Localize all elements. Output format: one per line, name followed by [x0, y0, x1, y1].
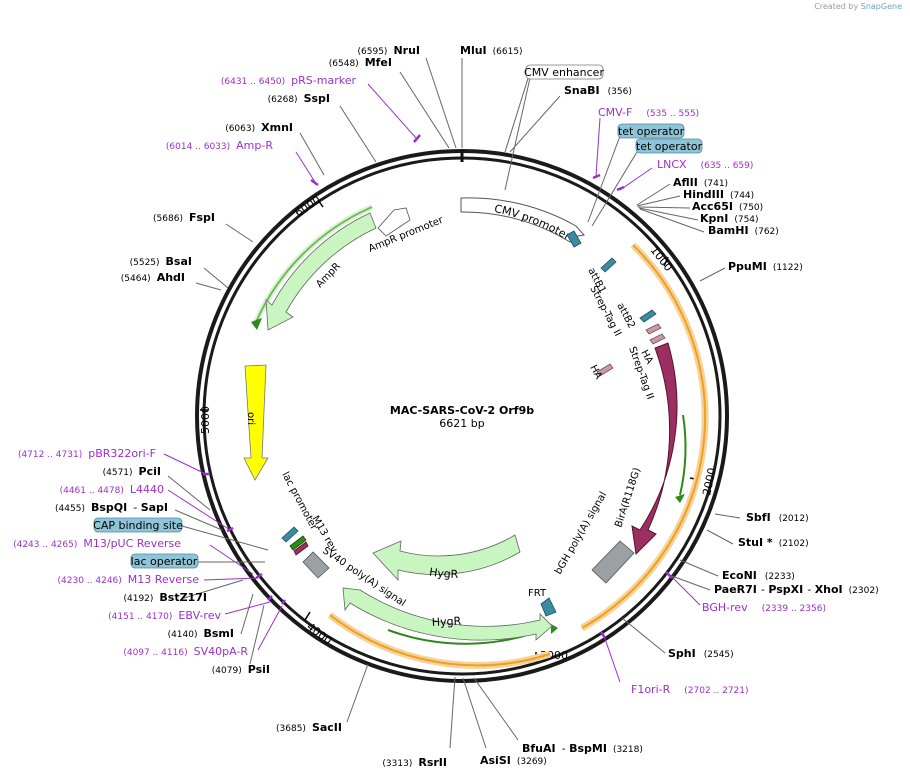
- feature-hygr-outer: [342, 587, 553, 641]
- feature-strep-tag-1: [645, 323, 662, 335]
- orf-green-ampr-head: [251, 318, 262, 330]
- box-cap-binding-site: [93, 517, 183, 533]
- primer-f1ori-r: F1ori-R(2702 .. 2721): [631, 683, 749, 696]
- enzyme-econi: EcoNI(2233): [722, 569, 795, 582]
- orf-green-bira-head: [675, 494, 685, 503]
- enzyme-paer7i: PaeR7I- PspXI- XhoI(2302): [714, 583, 879, 596]
- enzyme-pcii: (4571)PciI: [103, 465, 161, 478]
- box-lac-operator: [130, 553, 199, 569]
- feature-ampr: [265, 212, 377, 331]
- enzyme-sphi: SphI(2545): [668, 647, 734, 660]
- feature-attb2: [639, 309, 657, 323]
- box-cmv-enhancer-label: CMV enhancer: [524, 66, 604, 79]
- feature-ha-1: [649, 333, 666, 345]
- plasmid-length: 6621 bp: [439, 417, 484, 430]
- label-ha2: HA: [587, 363, 604, 381]
- enzyme-stui: StuI *(2102): [738, 536, 809, 549]
- label-lac: lac promoter: [279, 470, 319, 532]
- enzyme-leaders: [167, 57, 741, 749]
- primer-marks: [203, 134, 673, 639]
- feature-hygr-inner: [372, 534, 521, 582]
- enzyme-mlui: MluI(6615): [460, 44, 523, 57]
- enzyme-ppumi: PpuMI(1122): [728, 260, 803, 273]
- tick-6000: 6000: [292, 193, 322, 219]
- tick-2000: 2000: [700, 467, 719, 497]
- enzyme-aflii: AflII(741): [673, 176, 728, 189]
- feature-sv40-box: [302, 551, 330, 579]
- box-tet-operator-1: [617, 123, 685, 139]
- enzyme-xmni: (6063)XmnI: [225, 121, 293, 134]
- enzyme-sacii: (3685)SacII: [276, 721, 342, 734]
- enzyme-ahdi: (5464)AhdI: [121, 271, 185, 284]
- primer-sv40pa-r: (4097 .. 4116)SV40pA-R: [123, 645, 248, 658]
- orf-arc-bottom-line: [329, 614, 551, 667]
- enzyme-asisi: AsiSI(3269): [480, 754, 547, 767]
- enzyme-sspi: (6268)SspI: [268, 92, 330, 105]
- enzyme-bamhi: BamHI(762): [708, 224, 779, 237]
- orf-green-bira: [679, 414, 687, 496]
- label-ori: ori: [245, 412, 256, 425]
- orf-green-hyg-head: [551, 624, 558, 634]
- enzyme-bsmi: (4140)BsmI: [168, 627, 234, 640]
- enzyme-bstz17i: (4192)BstZ17I: [123, 591, 207, 604]
- primer-pbr322ori-f: (4712 .. 4731)pBR322ori-F: [18, 447, 156, 460]
- label-frt: FRT: [528, 588, 547, 599]
- enzyme-snabi: SnaBI(356): [564, 84, 632, 97]
- plasmid-name: MAC-SARS-CoV-2 Orf9b: [390, 404, 534, 417]
- feature-attb1: [600, 257, 617, 273]
- feature-bira: [631, 342, 678, 556]
- feature-frt: [540, 597, 557, 617]
- box-cap-binding-site-label: CAP binding site: [93, 519, 183, 532]
- primer-lncx: LNCX(635 .. 659): [657, 158, 753, 171]
- box-cmv-enhancer: [525, 64, 604, 80]
- label-hygr-outer: HygR: [431, 614, 461, 629]
- tick-5000: 5000: [199, 406, 212, 434]
- enzyme-acc65i: Acc65I(750): [692, 200, 763, 213]
- feature-ampr-promoter: [377, 207, 411, 237]
- box-tet-operator-1-label: tet operator: [618, 125, 685, 138]
- primer-m13-reverse: (4230 .. 4246)M13 Reverse: [58, 573, 200, 586]
- enzyme-sbfi: SbfI(2012): [746, 511, 809, 524]
- enzyme-mfei: (6548)MfeI: [329, 56, 392, 69]
- feature-m13-rev: [281, 526, 299, 543]
- enzyme-bfuai: BfuAI- BspMI(3218): [522, 742, 643, 755]
- primer-leaders: [163, 83, 701, 683]
- label-bira: BirA(R118G): [613, 466, 643, 529]
- box-tet-operator-2-label: tet operator: [636, 140, 703, 153]
- primer-labels: (6431 .. 6450)pRS-marker (6014 .. 6033)A…: [13, 74, 826, 696]
- primer-amp-r: (6014 .. 6033)Amp-R: [166, 139, 273, 152]
- snapgene-watermark: Created by SnapGene: [814, 2, 902, 11]
- orf-arc-right-line: [581, 244, 707, 629]
- primer-m13puc-reverse: (4243 .. 4265)M13/pUC Reverse: [13, 537, 181, 550]
- enzyme-psii: (4079)PsiI: [212, 663, 270, 676]
- primer-l4440: (4461 .. 4478)L4440: [60, 483, 164, 496]
- feature-cmv-end: [566, 230, 582, 248]
- boxed-labels: CMV enhancer tet operator tet operator C…: [93, 64, 703, 569]
- primer-prs-marker: (6431 .. 6450)pRS-marker: [221, 74, 357, 87]
- box-tet-operator-2: [635, 138, 703, 154]
- watermark-prefix: Created by: [814, 2, 859, 11]
- enzyme-nrui: (6595)NruI: [358, 44, 421, 57]
- enzyme-rsrii: (3313)RsrII: [382, 756, 447, 769]
- enzyme-labels: MluI(6615) (6595)NruI (6548)MfeI (6268)S…: [55, 44, 879, 769]
- box-lac-operator-label: lac operator: [131, 555, 198, 568]
- feature-cap: [293, 541, 309, 556]
- orf-green-ampr-bg: [253, 204, 374, 324]
- primer-cmv-f: CMV-F(535 .. 555): [598, 106, 699, 119]
- enzyme-bsai: (5525)BsaI: [130, 255, 192, 268]
- enzyme-bspqi: (4455)BspQI- SapI: [55, 501, 168, 514]
- feature-bgh-polya: [591, 540, 635, 584]
- watermark-brand: SnapGene: [860, 2, 902, 11]
- primer-bgh-rev: BGH-rev(2339 .. 2356): [702, 601, 826, 614]
- enzyme-hindiii: HindIII(744): [683, 188, 754, 201]
- feature-ha-2: [596, 363, 614, 377]
- enzyme-fspi: (5686)FspI: [153, 211, 215, 224]
- feature-lac-op: [289, 535, 307, 551]
- primer-ebv-rev: (4151 .. 4170)EBV-rev: [108, 609, 221, 622]
- feature-ori: [243, 364, 269, 481]
- enzyme-kpni: KpnI(754): [700, 212, 759, 225]
- label-hygr-inner: HygR: [428, 565, 458, 580]
